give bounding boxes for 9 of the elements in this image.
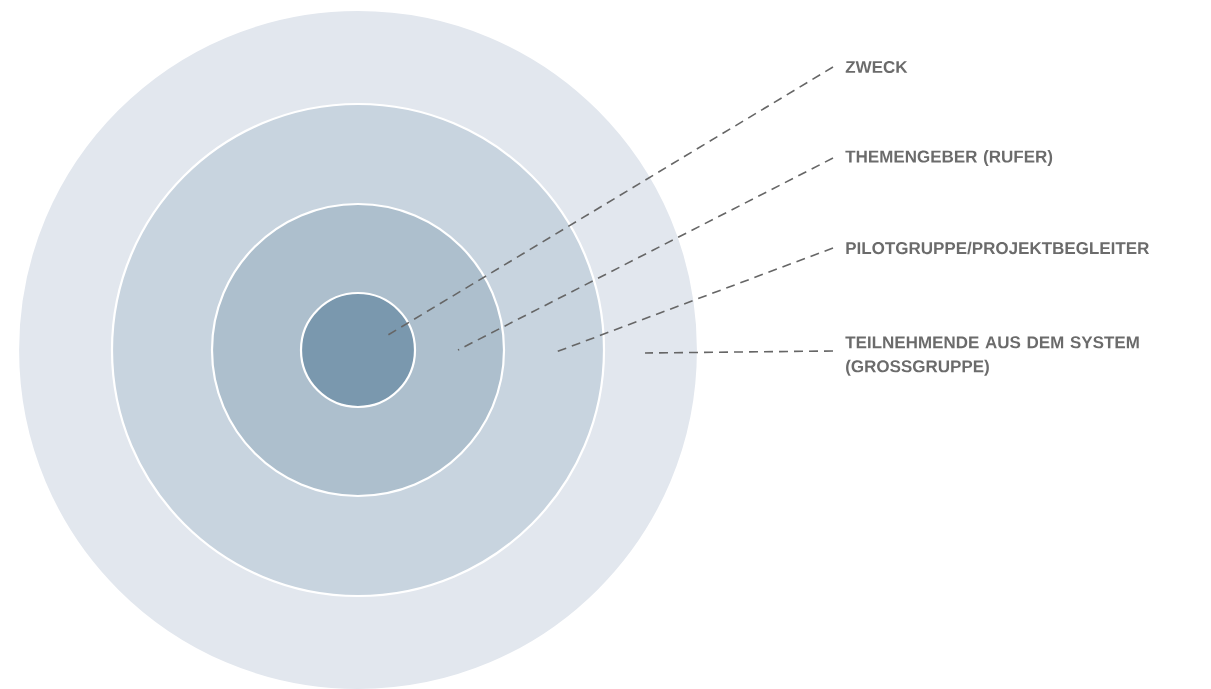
leader-line <box>457 157 834 351</box>
ring-label: THEMENGEBER (RUFER) <box>845 150 1053 166</box>
target-ring <box>299 291 417 409</box>
leader-line <box>644 350 834 354</box>
ring-label: TEILNEHMENDE AUS DEM SYSTEM (GROSSGRUPPE) <box>845 336 1139 376</box>
leader-line <box>387 66 834 336</box>
leader-line <box>555 247 834 353</box>
ring-label: PILOTGRUPPE/PROJEKTBEGLEITER <box>846 241 1150 255</box>
ring-label: ZWECK <box>845 61 908 74</box>
